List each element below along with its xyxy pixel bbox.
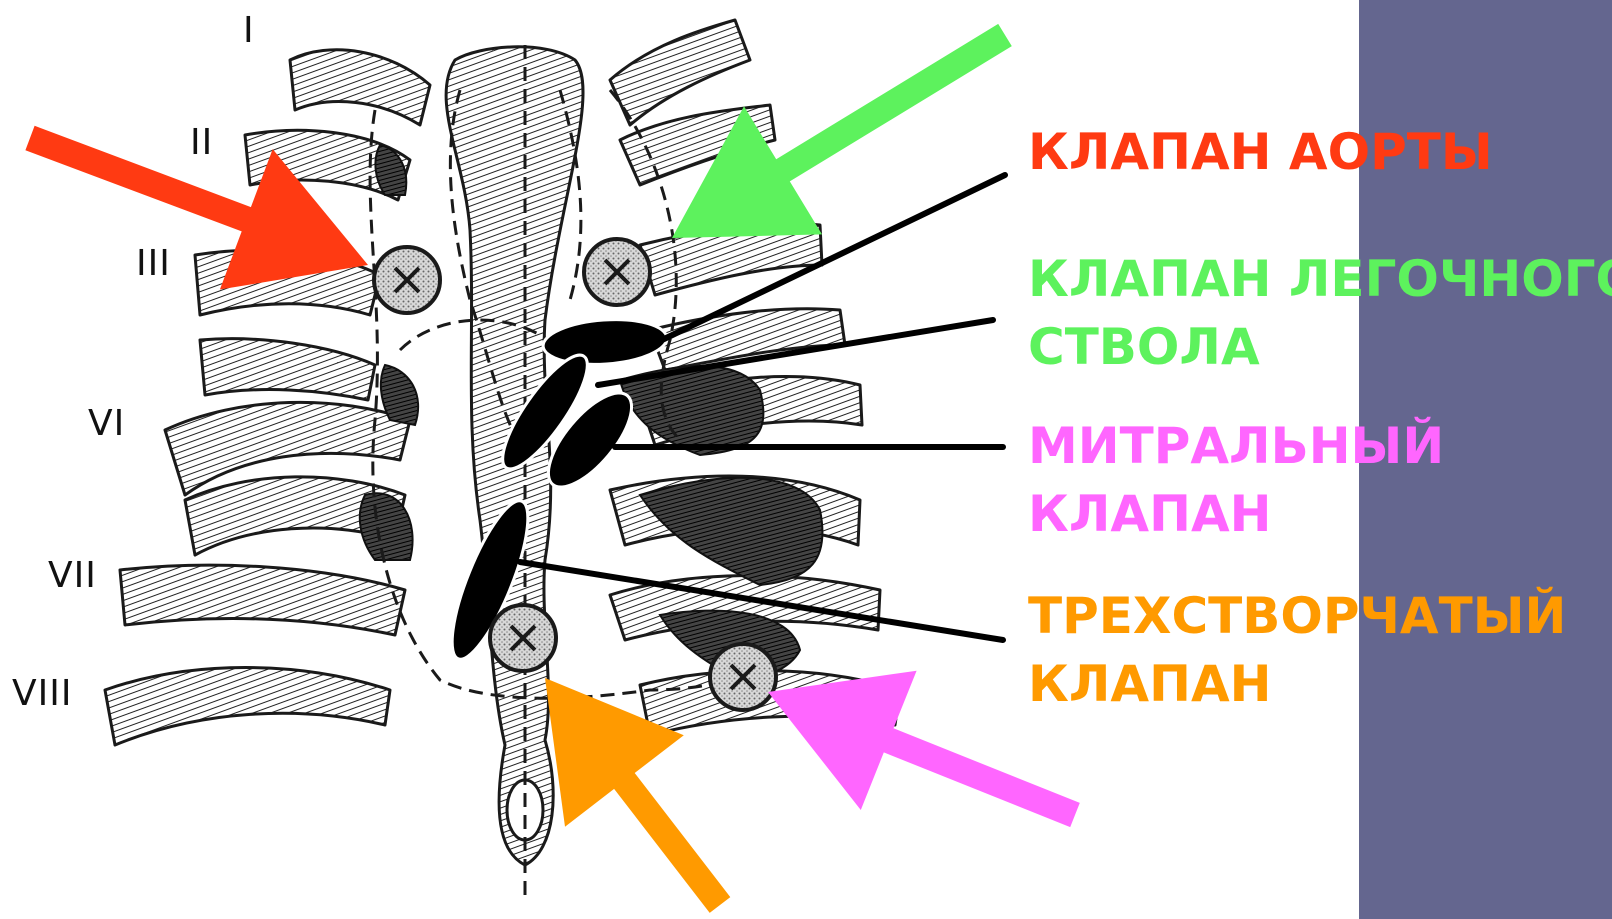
rib-number-8: VIII: [12, 673, 72, 714]
label-tricuspid-valve: ТРЕХСТВОРЧАТЫЙ КЛАПАН: [1028, 582, 1566, 718]
label-aortic-line-1: КЛАПАН АОРТЫ: [1028, 118, 1493, 186]
label-pulmonary-line-2: СТВОЛА: [1028, 313, 1612, 381]
rib-number-2: II: [190, 122, 213, 163]
auscultation-point-icon: [374, 247, 440, 313]
label-mitral-line-1: МИТРАЛЬНЫЙ: [1028, 412, 1444, 480]
label-aortic-valve: КЛАПАН АОРТЫ: [1028, 118, 1493, 186]
label-pulmonary-line-1: КЛАПАН ЛЕГОЧНОГО: [1028, 245, 1612, 313]
label-mitral-line-2: КЛАПАН: [1028, 480, 1444, 548]
label-tricuspid-line-2: КЛАПАН: [1028, 650, 1566, 718]
rib-8-left: [105, 668, 390, 746]
label-tricuspid-line-1: ТРЕХСТВОРЧАТЫЙ: [1028, 582, 1566, 650]
auscultation-point-icon: [490, 605, 556, 671]
label-mitral-valve: МИТРАЛЬНЫЙ КЛАПАН: [1028, 412, 1444, 548]
rib-number-7: VII: [48, 555, 97, 596]
auscultation-point-icon: [710, 644, 776, 710]
pulmonary-valve-projection: [542, 316, 669, 369]
auscultation-point-icon: [584, 239, 650, 305]
rib-number-1: I: [243, 10, 255, 51]
rib-7-left: [120, 565, 405, 635]
rib-number-6: VI: [88, 403, 125, 444]
rib-1-left: [290, 50, 430, 125]
xiphoid-process: [507, 780, 543, 840]
label-pulmonary-valve: КЛАПАН ЛЕГОЧНОГО СТВОЛА: [1028, 245, 1612, 381]
rib-number-3: III: [136, 243, 171, 284]
rib-4-left: [200, 339, 375, 400]
